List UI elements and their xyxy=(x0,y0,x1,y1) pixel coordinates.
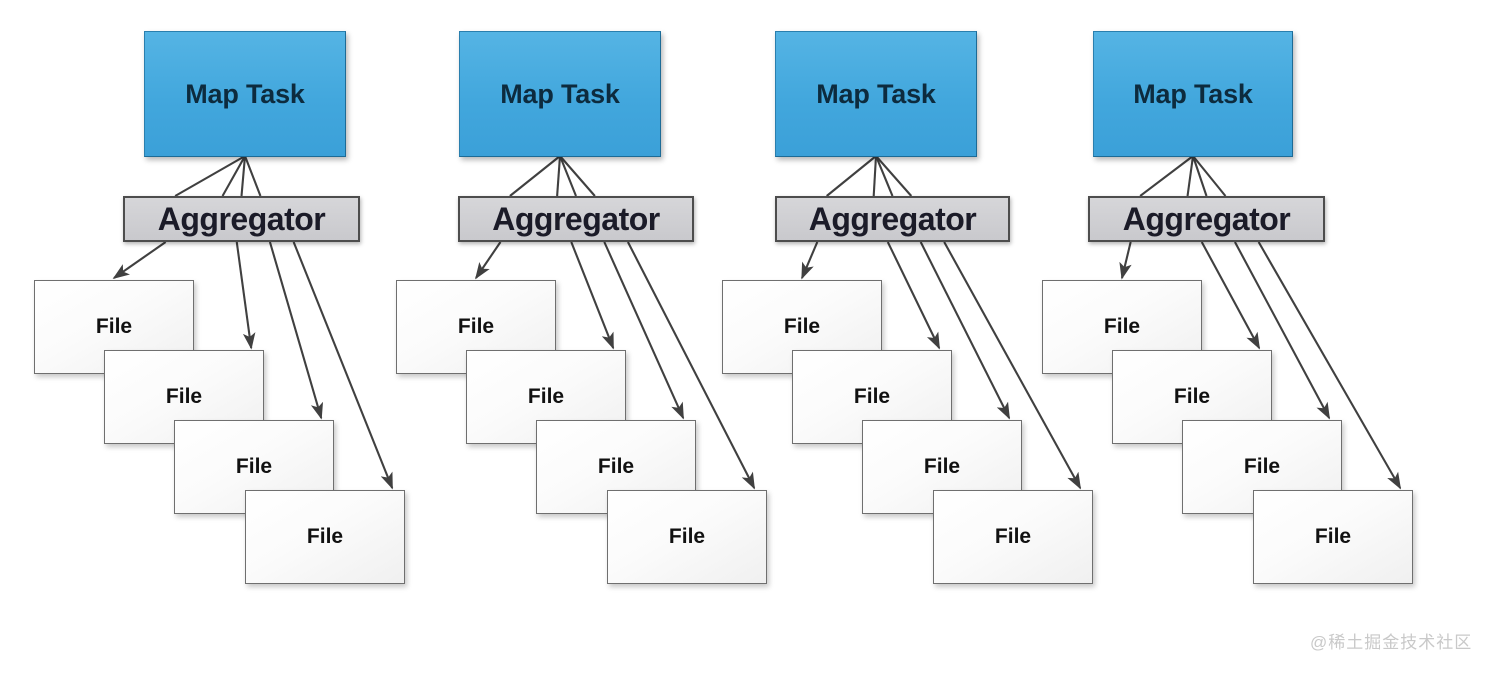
aggregator-to-file-arrow-4-2 xyxy=(1200,241,1261,350)
map-task-box-1[interactable]: Map Task xyxy=(144,31,346,157)
map-task-box-2[interactable]: Map Task xyxy=(459,31,661,157)
aggregator-to-maptask-line-2-3 xyxy=(559,155,577,197)
aggregator-to-file-arrow-1-3 xyxy=(268,241,324,420)
file-box-4-2-label: File xyxy=(1173,385,1211,408)
file-box-1-2-label: File xyxy=(165,385,203,408)
file-box-3-2-label: File xyxy=(853,385,891,408)
map-task-box-1-label: Map Task xyxy=(185,78,305,109)
map-task-box-3-label: Map Task xyxy=(816,78,936,109)
aggregator-to-maptask-line-4-3 xyxy=(1192,155,1208,197)
aggregator-box-3-label: Aggregator xyxy=(808,200,977,237)
aggregator-box-2-label: Aggregator xyxy=(492,200,660,237)
aggregator-box-1-label: Aggregator xyxy=(157,200,326,237)
aggregator-box-1[interactable]: Aggregator xyxy=(123,196,360,242)
aggregator-to-file-arrow-3-1 xyxy=(801,241,819,280)
aggregator-to-maptask-line-3-1 xyxy=(826,155,877,197)
aggregator-to-maptask-line-1-4 xyxy=(244,155,262,197)
file-box-4-4[interactable]: File xyxy=(1253,490,1413,584)
aggregator-to-maptask-line-2-4 xyxy=(559,155,596,197)
aggregator-to-maptask-line-4-1 xyxy=(1139,155,1194,197)
map-task-box-4-label: Map Task xyxy=(1133,78,1253,109)
aggregator-to-maptask-line-3-2 xyxy=(872,155,878,197)
aggregator-box-2[interactable]: Aggregator xyxy=(458,196,694,242)
aggregator-to-maptask-line-3-4 xyxy=(875,155,913,197)
aggregator-to-file-arrow-2-2 xyxy=(570,241,615,350)
aggregator-to-file-arrow-1-2 xyxy=(235,241,256,350)
file-box-1-4[interactable]: File xyxy=(245,490,405,584)
aggregator-box-3[interactable]: Aggregator xyxy=(775,196,1010,242)
file-box-4-3-label: File xyxy=(1243,455,1281,478)
aggregator-box-4[interactable]: Aggregator xyxy=(1088,196,1325,242)
map-task-box-3[interactable]: Map Task xyxy=(775,31,977,157)
file-box-4-4-label: File xyxy=(1314,525,1352,548)
watermark: @稀土掘金技术社区 xyxy=(1310,633,1473,652)
file-box-2-2-label: File xyxy=(527,385,565,408)
file-box-4-1-label: File xyxy=(1103,315,1141,338)
map-task-box-2-label: Map Task xyxy=(500,78,620,109)
aggregator-to-maptask-line-1-2 xyxy=(221,155,246,197)
aggregator-to-file-arrow-3-2 xyxy=(886,241,941,350)
file-box-3-4[interactable]: File xyxy=(933,490,1093,584)
file-box-2-3-label: File xyxy=(597,455,635,478)
file-box-1-1-label: File xyxy=(95,315,133,338)
aggregator-to-file-arrow-2-1 xyxy=(475,241,502,280)
aggregator-to-maptask-line-3-3 xyxy=(875,155,894,197)
file-box-2-4-label: File xyxy=(668,525,706,548)
file-box-1-3-label: File xyxy=(235,455,273,478)
aggregator-box-4-label: Aggregator xyxy=(1122,200,1291,237)
aggregator-to-maptask-line-1-1 xyxy=(174,155,246,197)
aggregator-to-maptask-line-4-4 xyxy=(1192,155,1227,197)
file-box-3-4-label: File xyxy=(994,525,1032,548)
map-task-box-4[interactable]: Map Task xyxy=(1093,31,1293,157)
file-box-3-3-label: File xyxy=(923,455,961,478)
file-box-3-1-label: File xyxy=(783,315,821,338)
aggregator-to-file-arrow-1-1 xyxy=(112,241,167,279)
aggregator-to-file-arrow-4-1 xyxy=(1119,241,1132,280)
aggregator-to-maptask-line-2-2 xyxy=(556,155,562,197)
file-box-2-1-label: File xyxy=(457,315,495,338)
file-box-1-4-label: File xyxy=(306,525,344,548)
aggregator-to-maptask-line-2-1 xyxy=(509,155,561,197)
aggregator-to-maptask-line-1-3 xyxy=(240,155,247,197)
aggregator-to-maptask-line-4-2 xyxy=(1186,155,1195,197)
file-box-2-4[interactable]: File xyxy=(607,490,767,584)
